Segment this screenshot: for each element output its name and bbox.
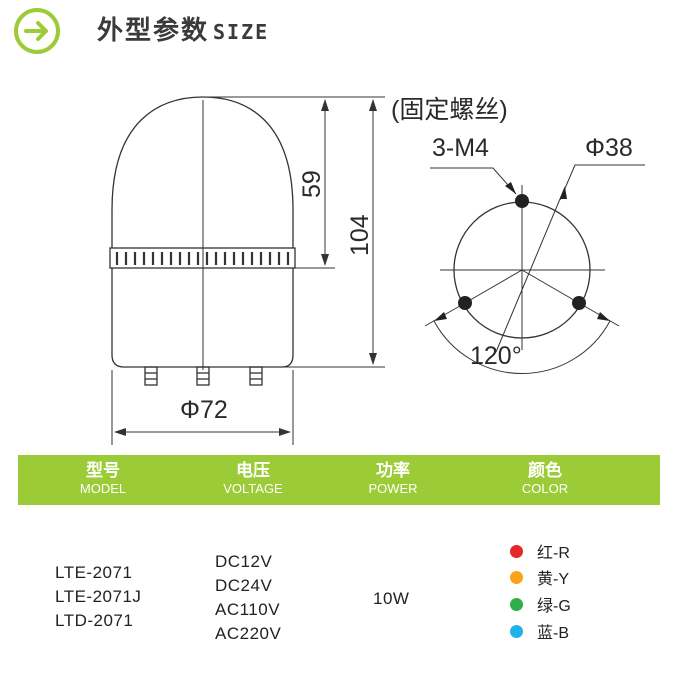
title-en: SIZE [213,20,270,44]
arrow-right-circle-icon [14,8,60,54]
header-voltage-cn: 电压 [236,461,270,481]
hole-circle-label: Φ38 [585,134,633,162]
header-power-cn: 功率 [376,461,410,481]
mount-hole-right [572,296,586,310]
header-voltage: 电压 VOLTAGE [198,455,308,497]
color-item-yellow: 黄-Y [510,566,569,588]
dimension-drawing: (固定螺丝) 3-M4 Φ38 59 104 Φ72 120° [109,96,645,445]
red-dot-icon [510,544,523,558]
yellow-dot-icon [510,570,523,584]
header-color: 颜色 COLOR [490,455,600,497]
color-label: 红-R [537,545,570,562]
color-item-red: 红-R [510,540,570,562]
color-label: 黄-Y [537,571,570,588]
screw-spec: 3-M4 [432,134,489,162]
screw-note: (固定螺丝) [391,96,508,124]
dome-height-label: 59 [298,170,326,198]
voltage-item: DC12V [215,552,273,571]
model-item: LTE-2071J [55,587,142,606]
terminal-right [249,366,263,386]
header-model-en: MODEL [79,481,127,496]
green-dot-icon [510,597,523,611]
spec-table-header: 型号 MODEL 电压 VOLTAGE 功率 POWER 颜色 COLOR [18,455,660,505]
voltage-item: AC110V [215,600,281,619]
title-cn: 外型参数 [97,16,210,46]
diameter-label: Φ72 [180,396,228,424]
color-item-blue: 蓝-B [510,620,569,642]
header-model: 型号 MODEL [48,455,158,497]
mount-hole-top [515,194,529,208]
mount-hole-left [458,296,472,310]
blue-dot-icon [510,624,523,638]
terminal-left [144,366,158,386]
color-item-green: 绿-G [510,593,571,615]
model-item: LTE-2071 [55,563,133,582]
model-item: LTD-2071 [55,611,134,630]
power-value: 10W [373,589,410,608]
terminal-middle [196,366,210,386]
angle-label: 120° [470,342,522,370]
model-list: LTE-2071 LTE-2071J LTD-2071 [55,561,141,633]
header-power-en: POWER [368,481,418,496]
voltage-item: DC24V [215,576,273,595]
header-model-cn: 型号 [86,461,120,481]
header-voltage-en: VOLTAGE [223,481,283,496]
voltage-item: AC220V [215,624,282,643]
total-height-label: 104 [346,214,374,256]
header-power: 功率 POWER [338,455,448,497]
voltage-list: DC12V DC24V AC110V AC220V [215,550,281,646]
color-label: 蓝-B [537,625,570,642]
header-color-cn: 颜色 [528,461,562,481]
header-color-en: COLOR [521,481,569,496]
color-label: 绿-G [537,598,571,615]
